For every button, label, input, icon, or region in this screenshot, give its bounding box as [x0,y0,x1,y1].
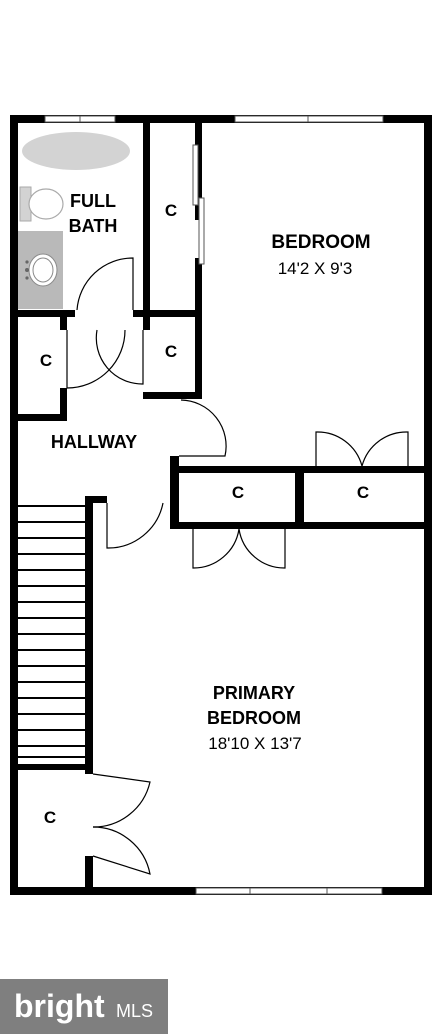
toilet-icon [19,186,64,222]
logo-suffix-text: MLS [116,1001,153,1021]
primary-bedroom-label-line2: BEDROOM [207,708,301,728]
interior-walls [10,115,432,891]
closet-label-left: C [40,351,52,370]
bright-mls-logo: bright MLS [0,979,168,1034]
sink-icon [18,231,63,309]
primary-bedroom-dims: 18'10 X 13'7 [208,734,301,753]
full-bath-label-line1: FULL [70,191,116,211]
closet-label-bottom: C [44,808,56,827]
closet-label-hall-bedroom: C [357,483,369,502]
doors [66,144,409,875]
logo-brand-text: bright [14,988,105,1024]
bedroom-dims: 14'2 X 9'3 [278,259,353,278]
hallway-label: HALLWAY [51,432,137,452]
primary-bedroom-label-line1: PRIMARY [213,683,295,703]
bedroom-label: BEDROOM [271,232,370,253]
closet-label-top: C [165,201,177,220]
closet-label-middle: C [165,342,177,361]
staircase [18,505,85,758]
windows [44,115,384,895]
closet-label-hall-primary: C [232,483,244,502]
full-bath-label-line2: BATH [69,216,118,236]
bathtub-icon [22,132,130,170]
